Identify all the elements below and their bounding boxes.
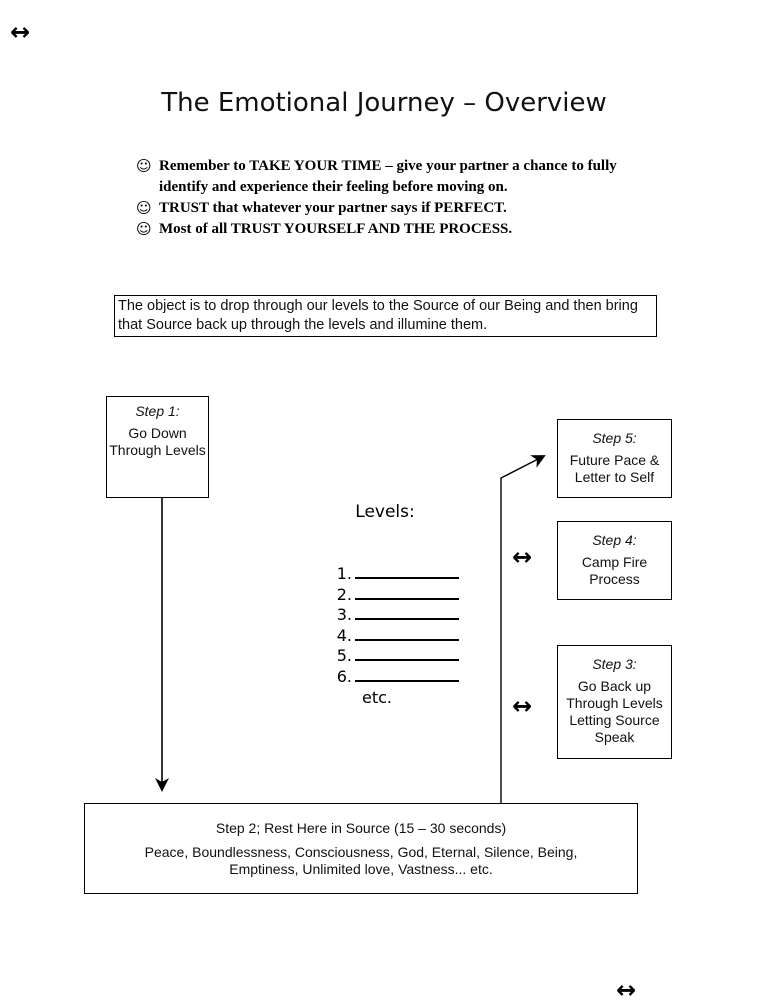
double-arrow-icon: ↔ (10, 18, 31, 46)
level-blank (355, 564, 459, 579)
levels-title: Levels: (355, 502, 415, 522)
double-arrow-icon: ↔ (512, 692, 533, 720)
objective-box: The object is to drop through our levels… (114, 295, 657, 337)
levels-etc: etc. (362, 688, 392, 707)
level-row: 5. (326, 646, 459, 667)
step1-label: Step 1: (135, 403, 180, 419)
level-number: 3. (336, 605, 352, 625)
page-title: The Emotional Journey – Overview (161, 88, 607, 118)
smiley-icon: ☺ (136, 157, 152, 175)
double-arrow-icon: ↔ (616, 976, 637, 1004)
step2-box: Step 2; Rest Here in Source (15 – 30 sec… (84, 803, 638, 894)
level-number: 1. (336, 564, 352, 583)
step2-text: Peace, Boundlessness, Consciousness, God… (144, 844, 578, 877)
step3-text: Go Back up Through Levels Letting Source… (566, 678, 663, 745)
double-arrow-icon: ↔ (512, 543, 533, 571)
level-blank (355, 667, 459, 682)
smiley-icon: ☺ (136, 220, 152, 238)
step4-box: Step 4: Camp Fire Process (557, 521, 672, 600)
bullet-text: Remember to TAKE YOUR TIME – give your p… (159, 158, 617, 195)
step5-box: Step 5: Future Pace & Letter to Self (557, 419, 672, 498)
step3-box: Step 3: Go Back up Through Levels Lettin… (557, 645, 672, 759)
level-row: 4. (326, 626, 459, 647)
bullet-item: ☺ Remember to TAKE YOUR TIME – give your… (136, 156, 656, 198)
step1-text: Go Down Through Levels (109, 425, 206, 458)
level-number: 4. (336, 625, 352, 645)
level-number: 5. (336, 646, 352, 666)
level-row: 3. (326, 605, 459, 626)
level-blank (355, 585, 459, 600)
bullet-text: Most of all TRUST YOURSELF AND THE PROCE… (159, 221, 513, 237)
smiley-icon: ☺ (136, 199, 152, 217)
levels-list: 1. 2. 3. 4. 5. 6. (326, 564, 459, 688)
step3-label: Step 3: (592, 656, 637, 672)
level-row: 2. (326, 585, 459, 606)
step4-text: Camp Fire Process (581, 554, 648, 587)
level-row: 1. (326, 564, 459, 585)
level-number: 2. (336, 584, 352, 604)
level-number: 6. (336, 666, 352, 686)
bullet-item: ☺ TRUST that whatever your partner says … (136, 198, 656, 219)
arrow-step2-to-step5 (500, 455, 546, 803)
bullet-text: TRUST that whatever your partner says if… (159, 200, 507, 216)
bullet-item: ☺ Most of all TRUST YOURSELF AND THE PRO… (136, 219, 656, 240)
step2-title: Step 2; Rest Here in Source (15 – 30 sec… (215, 820, 507, 836)
step4-label: Step 4: (592, 532, 637, 548)
step5-label: Step 5: (592, 430, 637, 446)
step5-text: Future Pace & Letter to Self (569, 452, 660, 485)
level-row: 6. (326, 667, 459, 688)
step1-box: Step 1: Go Down Through Levels (106, 396, 209, 498)
bullet-list: ☺ Remember to TAKE YOUR TIME – give your… (136, 156, 656, 240)
level-blank (355, 626, 459, 641)
level-blank (355, 605, 459, 621)
level-blank (355, 646, 459, 662)
